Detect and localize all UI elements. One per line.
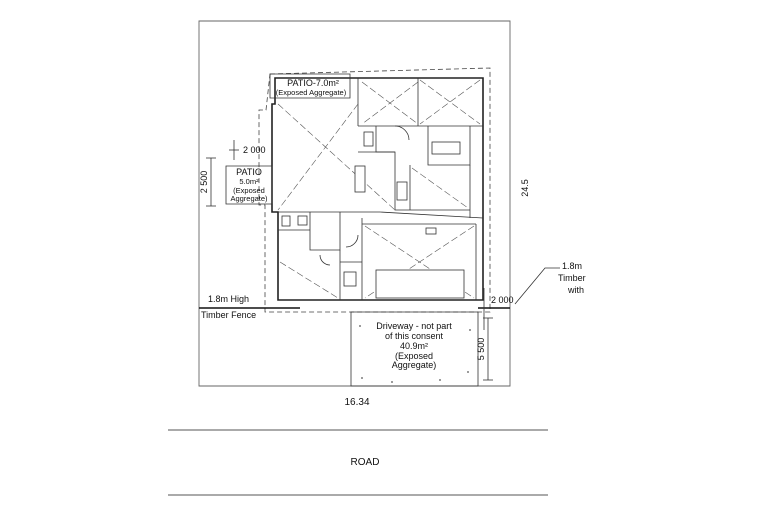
bath-icon [431,141,461,155]
fence-right-label-2: Timber [558,273,586,283]
road: ROAD [168,429,548,496]
driveway-label-2: of this consent [385,331,444,341]
wc-icon [297,215,308,226]
site-boundary [198,20,511,387]
dim-5500: 5 500 [476,338,486,361]
patio-left-material-2: Aggregate) [230,194,268,203]
width-dimension-label: 16.34 [344,397,369,408]
driveway-material-2: Aggregate) [392,360,437,370]
laundry-icon [281,215,291,227]
fence-right-label-1: 1.8m [562,261,582,271]
house-walls [271,77,484,301]
door-swing [345,234,359,248]
patio-left-area: 5.0m² [239,177,259,186]
patio-top-material: (Exposed Aggregate) [276,88,347,97]
stove-icon [396,181,408,201]
fence-right-leader [514,267,560,305]
toilet-icon [363,131,374,147]
driveway-area: 40.9m² [400,341,428,351]
driveway-label-1: Driveway - not part [376,321,452,331]
patio-left: PATIO 5.0m² (Exposed Aggregate) [225,165,273,205]
patio-left-label: PATIO [236,167,262,177]
fence-right-label-3: with [567,285,584,295]
driveway-material-1: (Exposed [395,351,433,361]
patio-top: PATIO-7.0m² (Exposed Aggregate) [269,73,351,99]
depth-dimension-label: 24.5 [520,179,530,197]
dim-2000-right: 2 000 [491,295,514,305]
driveway: Driveway - not part of this consent 40.9… [350,311,493,387]
road-label: ROAD [351,457,380,468]
door-swing [319,254,331,266]
door-swing [394,125,410,141]
garage-door [375,269,465,299]
roof-diagonals [277,79,481,299]
dim-2500-left: 2 500 [199,171,209,194]
depth-dimension: 24.5 [520,179,530,197]
entry-icon [343,271,357,287]
width-dimension: 16.34 [344,397,369,408]
fixtures [281,125,465,299]
hot-water-icon [425,227,437,235]
fence-left-label-2: Timber Fence [201,310,256,320]
kitchen-island [354,165,366,193]
roof-outline [258,67,491,313]
dim-2000-left: 2 000 [243,145,266,155]
fence-left-label-1: 1.8m High [208,294,249,304]
fences: 1.8m High Timber Fence 1.8m Timber with … [199,261,586,330]
patio-top-label: PATIO-7.0m² [287,78,339,88]
patio-left-material-1: (Exposed [233,186,265,195]
left-dimensions: 2 000 2 500 [199,140,266,207]
